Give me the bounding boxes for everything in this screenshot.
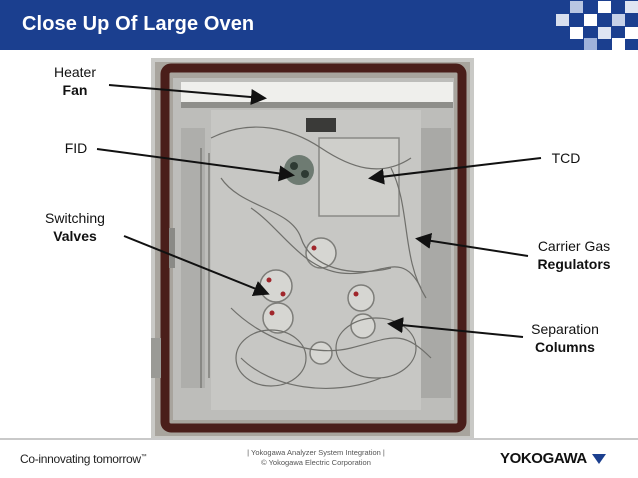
oven-photo [151,58,474,440]
footer-tagline: Co-innovating tomorrow™ [20,452,147,466]
title-bar: Close Up Of Large Oven [0,0,638,50]
label-heater-fan-line1: Heater [53,64,97,80]
footer-center-line1: | Yokogawa Analyzer System Integration | [247,448,385,457]
yokogawa-triangle-icon [591,453,606,464]
label-switching-valves-line1: Switching [45,210,105,226]
label-carrier-gas-regulators: Carrier Gas Regulators [528,237,620,273]
footer-tagline-trademark: ™ [140,454,147,460]
label-separation-columns: Separation Columns [523,320,607,356]
footer-center-text: | Yokogawa Analyzer System Integration |… [236,448,396,468]
label-separation-line1: Separation [531,321,599,337]
label-tcd-text: TCD [551,150,581,166]
footer-divider [0,438,638,440]
label-fid: FID [58,139,94,157]
label-carrier-gas-line1: Carrier Gas [537,238,611,254]
label-tcd: TCD [546,149,586,167]
logo-text: YOKOGAWA [500,450,587,467]
label-heater-fan: Heater Fan [46,63,104,99]
label-switching-valves: Switching Valves [36,209,114,245]
label-fid-text: FID [64,140,88,156]
header-mosaic-decoration [556,0,638,50]
yokogawa-logo: YOKOGAWA [500,450,606,467]
footer-center-line2: © Yokogawa Electric Corporation [261,458,371,467]
label-carrier-gas-line2: Regulators [537,256,611,272]
footer-tagline-text: Co-innovating tomorrow [20,452,141,466]
slide-title: Close Up Of Large Oven [22,13,255,35]
label-heater-fan-line2: Fan [62,82,88,98]
label-separation-line2: Columns [535,339,595,355]
label-switching-valves-line2: Valves [53,228,97,244]
